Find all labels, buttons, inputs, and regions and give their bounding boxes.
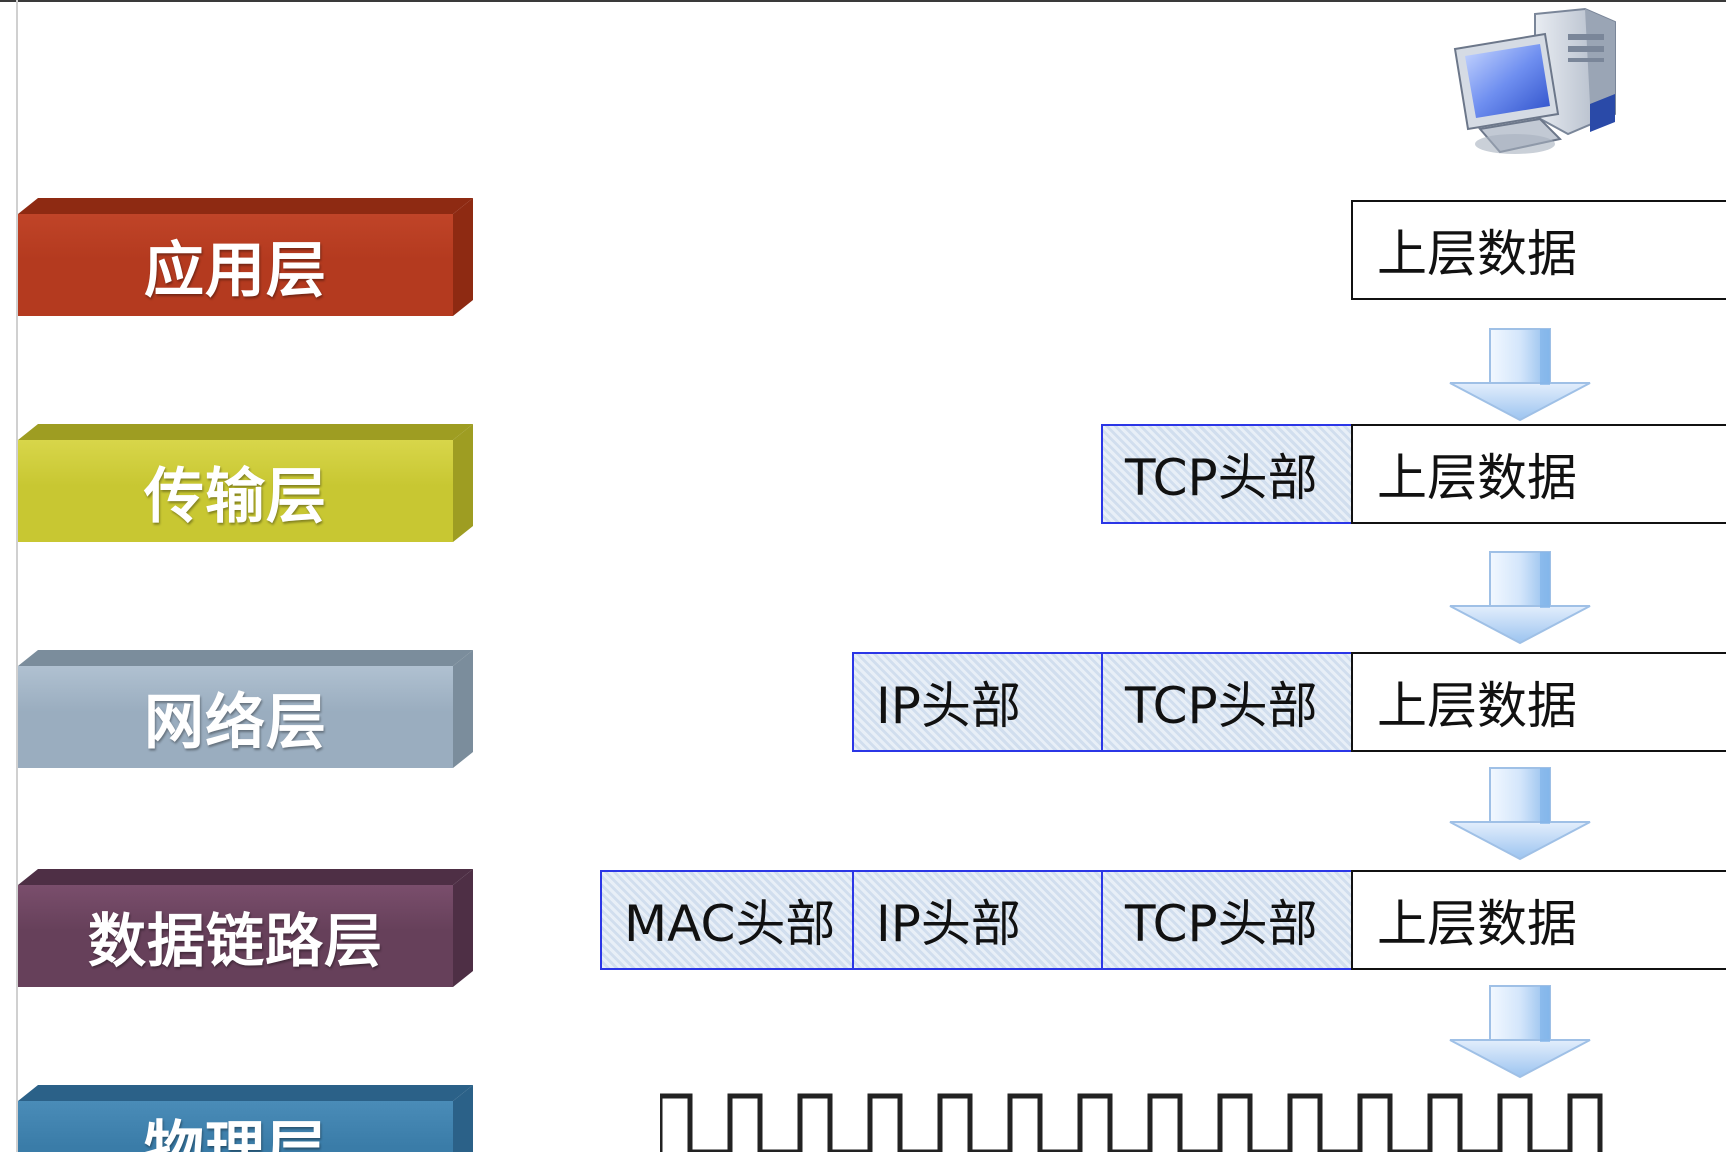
tcp-header-cell: TCP头部: [1101, 652, 1353, 752]
layer-label: 应用层: [18, 214, 453, 316]
upper-data-cell: 上层数据: [1351, 870, 1726, 970]
layer-side-face: [453, 424, 473, 542]
arrow-down-icon: [1445, 550, 1595, 645]
computer-icon: [1450, 4, 1625, 159]
layer-label: 网络层: [18, 666, 453, 768]
top-border-line: [0, 0, 1726, 2]
upper-data-cell: 上层数据: [1351, 652, 1726, 752]
square-wave-icon: [660, 1090, 1640, 1152]
layer-top-face: [18, 198, 473, 214]
layer-top-face: [18, 650, 473, 666]
tcp-header-cell: TCP头部: [1101, 424, 1353, 524]
layer-label: 物理层: [18, 1101, 453, 1152]
ip-header-cell: IP头部: [852, 870, 1103, 970]
layer-top-face: [18, 424, 473, 440]
layer-side-face: [453, 650, 473, 768]
layer-side-face: [453, 869, 473, 987]
arrow-down-icon: [1445, 766, 1595, 861]
layer-top-face: [18, 869, 473, 885]
layer-top-face: [18, 1085, 473, 1101]
arrow-down-icon: [1445, 327, 1595, 422]
ip-header-cell: IP头部: [852, 652, 1103, 752]
layer-label: 数据链路层: [18, 885, 453, 987]
arrow-down-icon: [1445, 984, 1595, 1079]
layer-side-face: [453, 198, 473, 316]
layer-label: 传输层: [18, 440, 453, 542]
upper-data-cell: 上层数据: [1351, 200, 1726, 300]
upper-data-cell: 上层数据: [1351, 424, 1726, 524]
tcp-header-cell: TCP头部: [1101, 870, 1353, 970]
mac-header-cell: MAC头部: [600, 870, 854, 970]
